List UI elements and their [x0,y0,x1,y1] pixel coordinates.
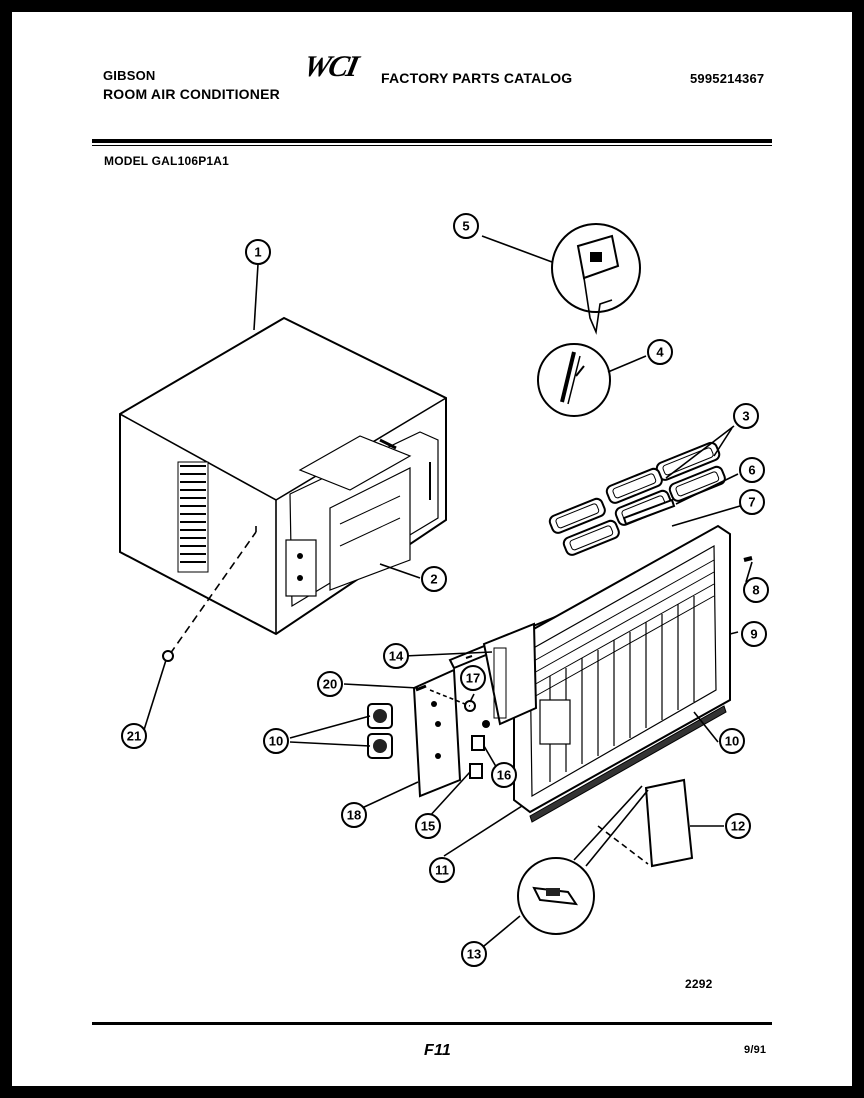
svg-text:7: 7 [748,495,755,510]
callout-20: 20 [317,671,343,697]
svg-text:10: 10 [725,734,739,749]
knob-lower [367,733,393,759]
screw-21 [162,650,174,662]
callout-2: 2 [421,566,447,592]
svg-text:17: 17 [466,671,480,686]
svg-text:13: 13 [467,947,481,962]
callout-8: 8 [743,577,769,603]
inner-frame [482,622,538,726]
svg-text:2: 2 [430,572,437,587]
callout-5: 5 [453,213,479,239]
clip-detail-4 [537,343,611,417]
bottom-strip-10 [529,705,727,823]
svg-text:20: 20 [323,677,337,692]
product-name: ROOM AIR CONDITIONER [103,86,280,102]
svg-text:1: 1 [254,245,261,260]
callout-14: 14 [383,643,409,669]
svg-text:9: 9 [750,627,757,642]
drawing-number: 2292 [685,977,713,991]
callout-13: 13 [461,941,487,967]
callout-12: 12 [725,813,751,839]
callout-15: 15 [415,813,441,839]
brand-name: GIBSON [103,68,156,83]
callout-1: 1 [245,239,271,265]
svg-text:18: 18 [347,808,361,823]
svg-text:14: 14 [389,649,404,664]
callout-9: 9 [741,621,767,647]
svg-text:10: 10 [269,734,283,749]
rail-7 [622,498,676,526]
callout-16: 16 [491,762,517,788]
footer-date: 9/91 [744,1044,767,1056]
svg-text:12: 12 [731,819,745,834]
svg-text:21: 21 [127,729,141,744]
svg-text:3: 3 [742,409,749,424]
callout-10a: 10 [263,728,289,754]
callout-4: 4 [647,339,673,365]
model-number: MODEL GAL106P1A1 [104,154,230,168]
callout-7: 7 [739,489,765,515]
catalog-number: 5995214367 [690,71,765,86]
footer-rule [92,1022,772,1025]
callout-6: 6 [739,457,765,483]
svg-text:4: 4 [656,345,664,360]
cabinet-shell [119,316,447,636]
catalog-title: FACTORY PARTS CATALOG [381,70,573,86]
svg-text:16: 16 [497,768,511,783]
header-rule-thin [92,145,772,146]
svg-text:15: 15 [421,819,435,834]
header-rule [92,139,772,143]
knob-upper [367,703,393,729]
screw-dash-line [169,531,257,655]
svg-text:8: 8 [752,583,759,598]
svg-text:6: 6 [748,463,755,478]
svg-text:5: 5 [462,219,469,234]
callout-3: 3 [733,403,759,429]
side-louvers [177,461,209,573]
callout-17: 17 [460,665,486,691]
front-grille-9 [513,524,731,814]
clip-detail-13 [517,785,649,935]
bracket-detail-5 [551,223,641,335]
svg-text:11: 11 [435,863,449,878]
seal-strip-8 [743,556,753,562]
filter-panel-12 [597,778,694,868]
page-code: F11 [424,1042,451,1059]
small-clip-15 [469,763,483,779]
cabinet-interior [285,431,439,608]
small-clip-16 [471,720,490,751]
callout-21: 21 [121,723,147,749]
callout-18: 18 [341,802,367,828]
control-panel-18 [412,668,462,798]
callout-11: 11 [429,857,455,883]
callout-10b: 10 [719,728,745,754]
